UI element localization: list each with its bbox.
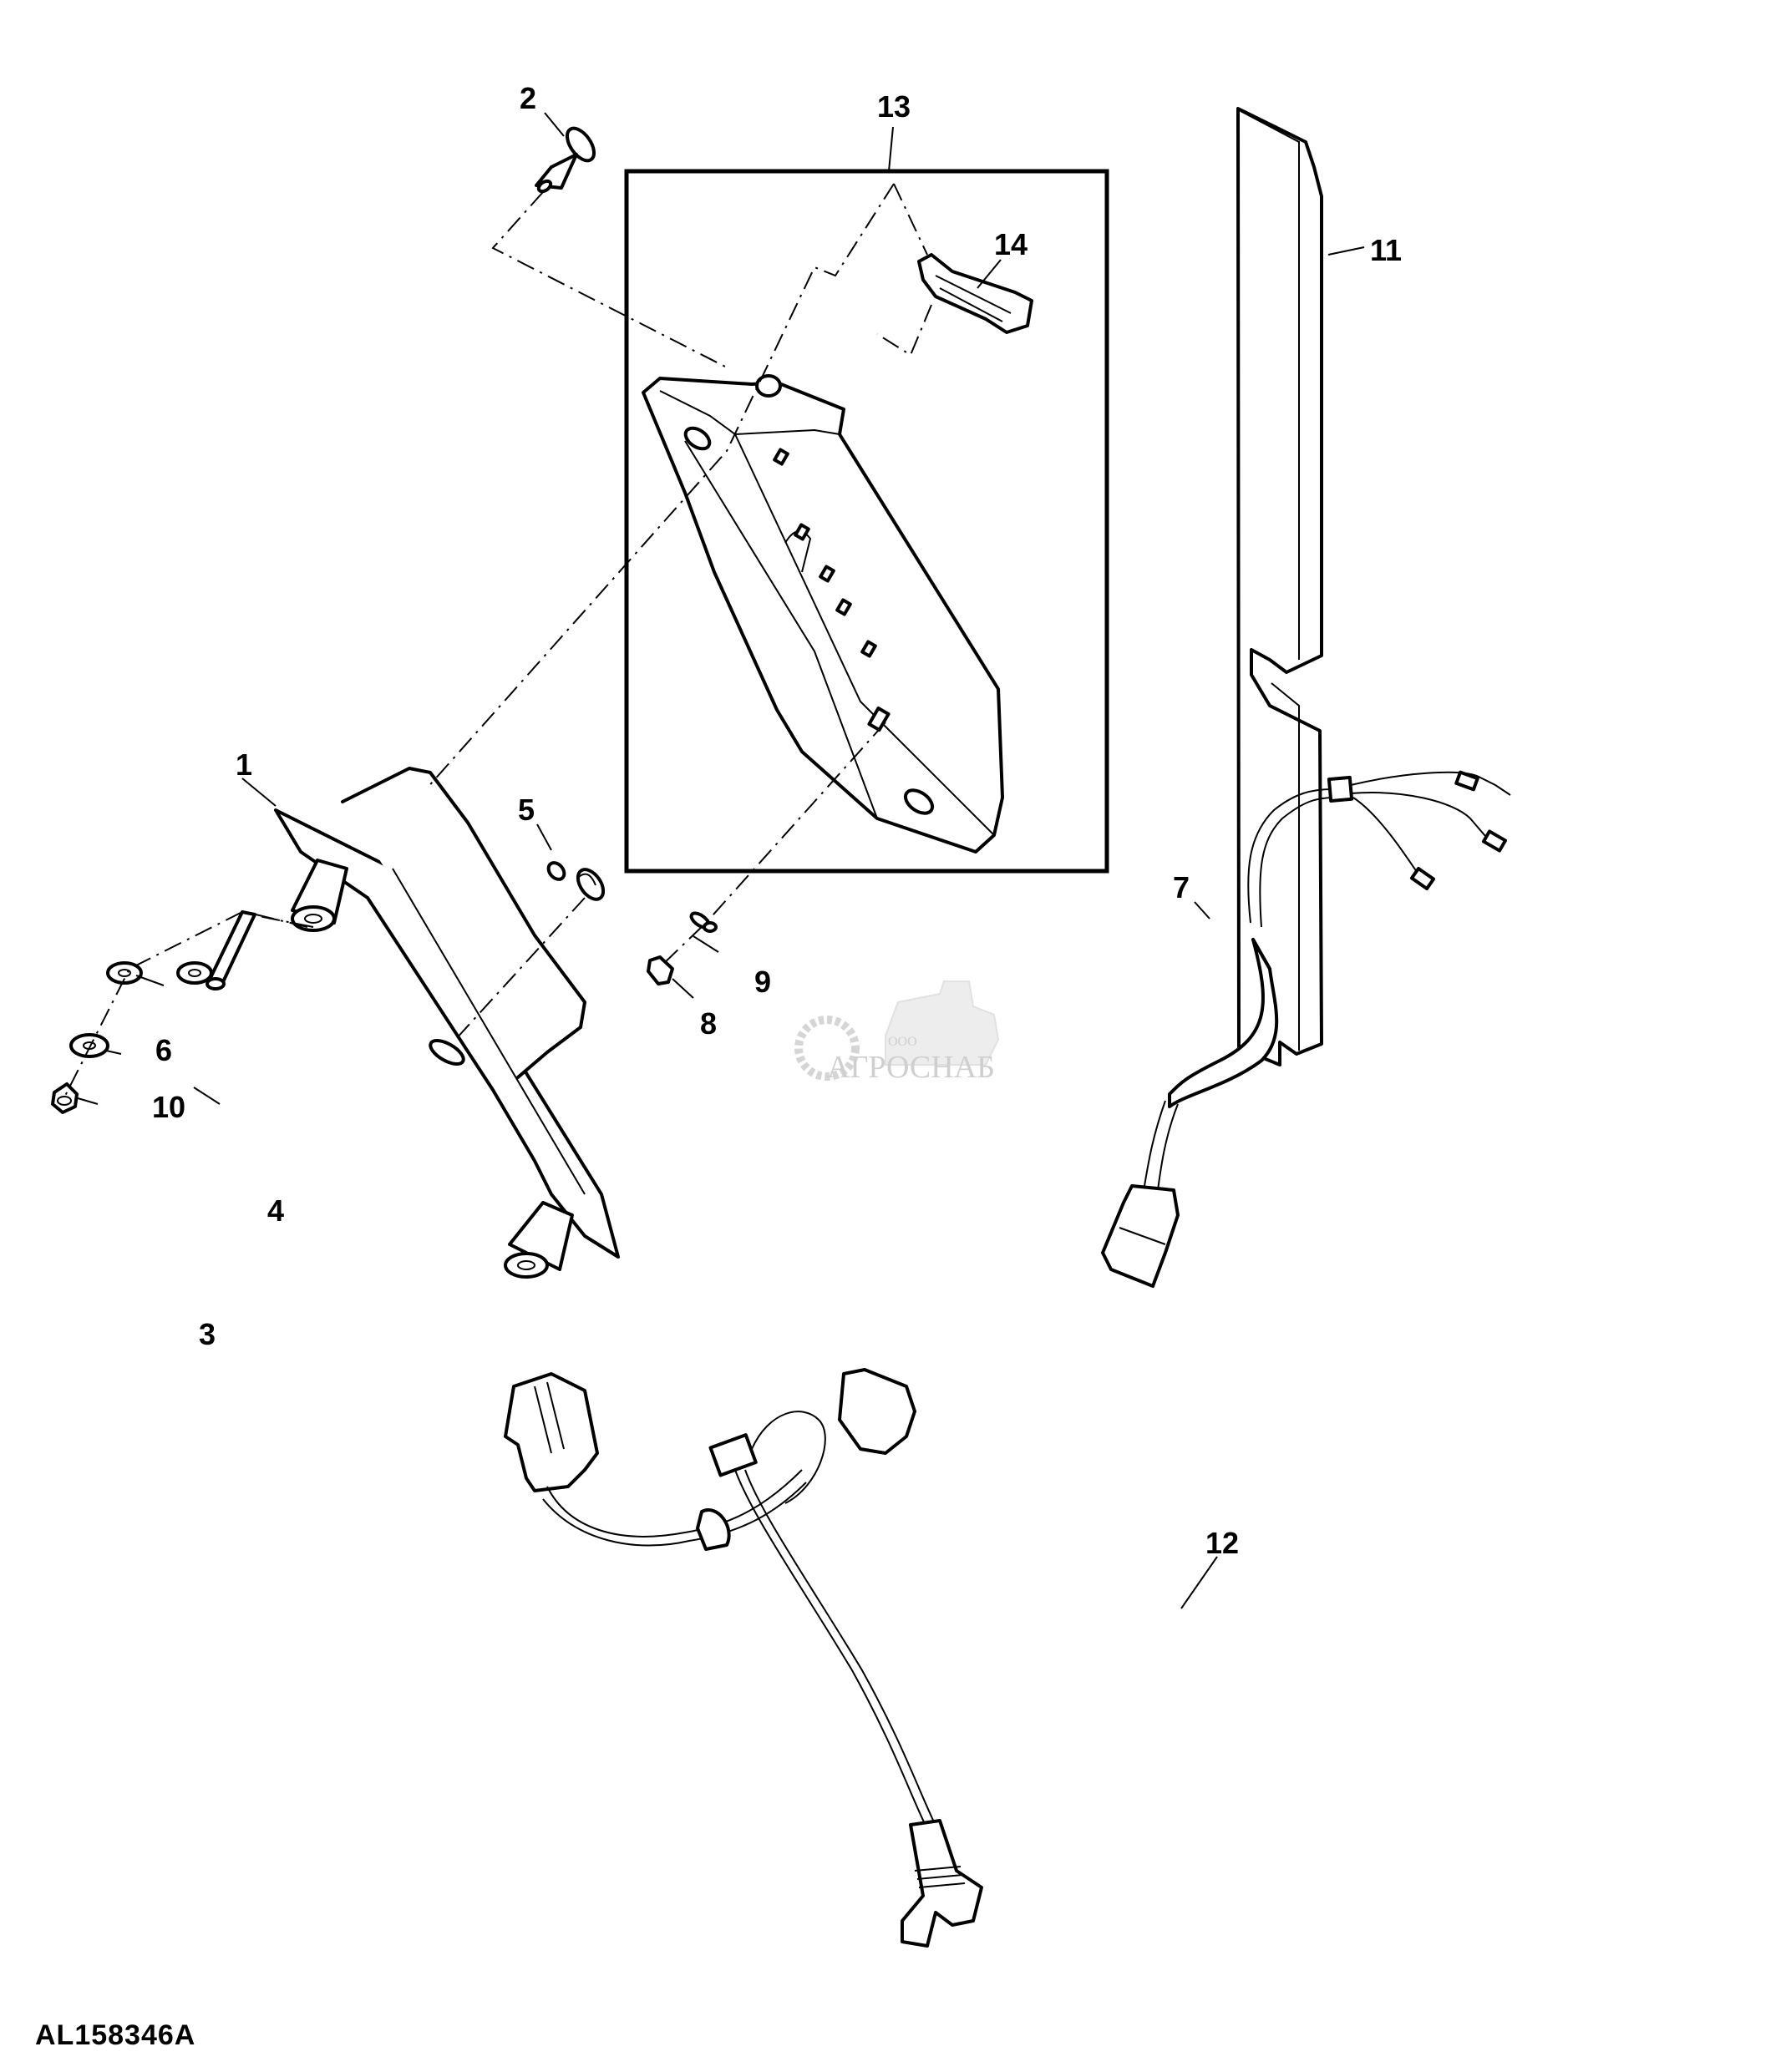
washer-small [689, 911, 718, 933]
watermark-name: АГРОСНАБ [827, 1050, 995, 1085]
callout-11: 11 [1370, 233, 1402, 267]
callout-4: 4 [267, 1193, 284, 1228]
washer [176, 961, 213, 985]
foam-strip [1236, 107, 1323, 1066]
gear-icon [794, 1016, 860, 1081]
nut [647, 955, 674, 985]
callout-2: 2 [520, 81, 536, 115]
mounting-bracket [274, 767, 620, 1279]
washer-4-visible [106, 961, 143, 985]
wiring-harness-7 [1101, 770, 1511, 1288]
callout-8: 8 [700, 1006, 717, 1041]
callout-10: 10 [152, 1090, 185, 1124]
lock-nut [51, 1082, 79, 1114]
callout-5: 5 [518, 793, 535, 827]
watermark: ООО АГРОСНАБ [794, 980, 1000, 1085]
callouts: 1 2 3 4 5 6 7 8 9 10 11 12 13 14 [152, 81, 1402, 1560]
watermark-prefix: ООО [888, 1035, 917, 1049]
callout-1: 1 [236, 747, 252, 782]
assembly-lines [64, 183, 932, 1097]
callout-13: 13 [877, 89, 911, 124]
callout-6: 6 [155, 1033, 172, 1067]
assembly-frame [624, 169, 1109, 874]
combine-harvester-icon [885, 980, 1000, 1066]
cover-clip [917, 253, 1033, 334]
callout-3: 3 [199, 1317, 216, 1351]
screw [535, 126, 596, 194]
washer-large [69, 1033, 109, 1058]
wiring-harness-12 [504, 1368, 983, 1948]
callout-14: 14 [994, 227, 1028, 261]
callout-9: 9 [754, 965, 771, 999]
callout-7: 7 [1173, 870, 1190, 904]
leader-lines [77, 112, 1365, 1609]
stud [206, 910, 256, 990]
callout-12: 12 [1205, 1526, 1239, 1560]
clip-nut [546, 861, 606, 901]
control-module [642, 374, 1004, 854]
figure-id: AL158346A [35, 2019, 196, 2051]
